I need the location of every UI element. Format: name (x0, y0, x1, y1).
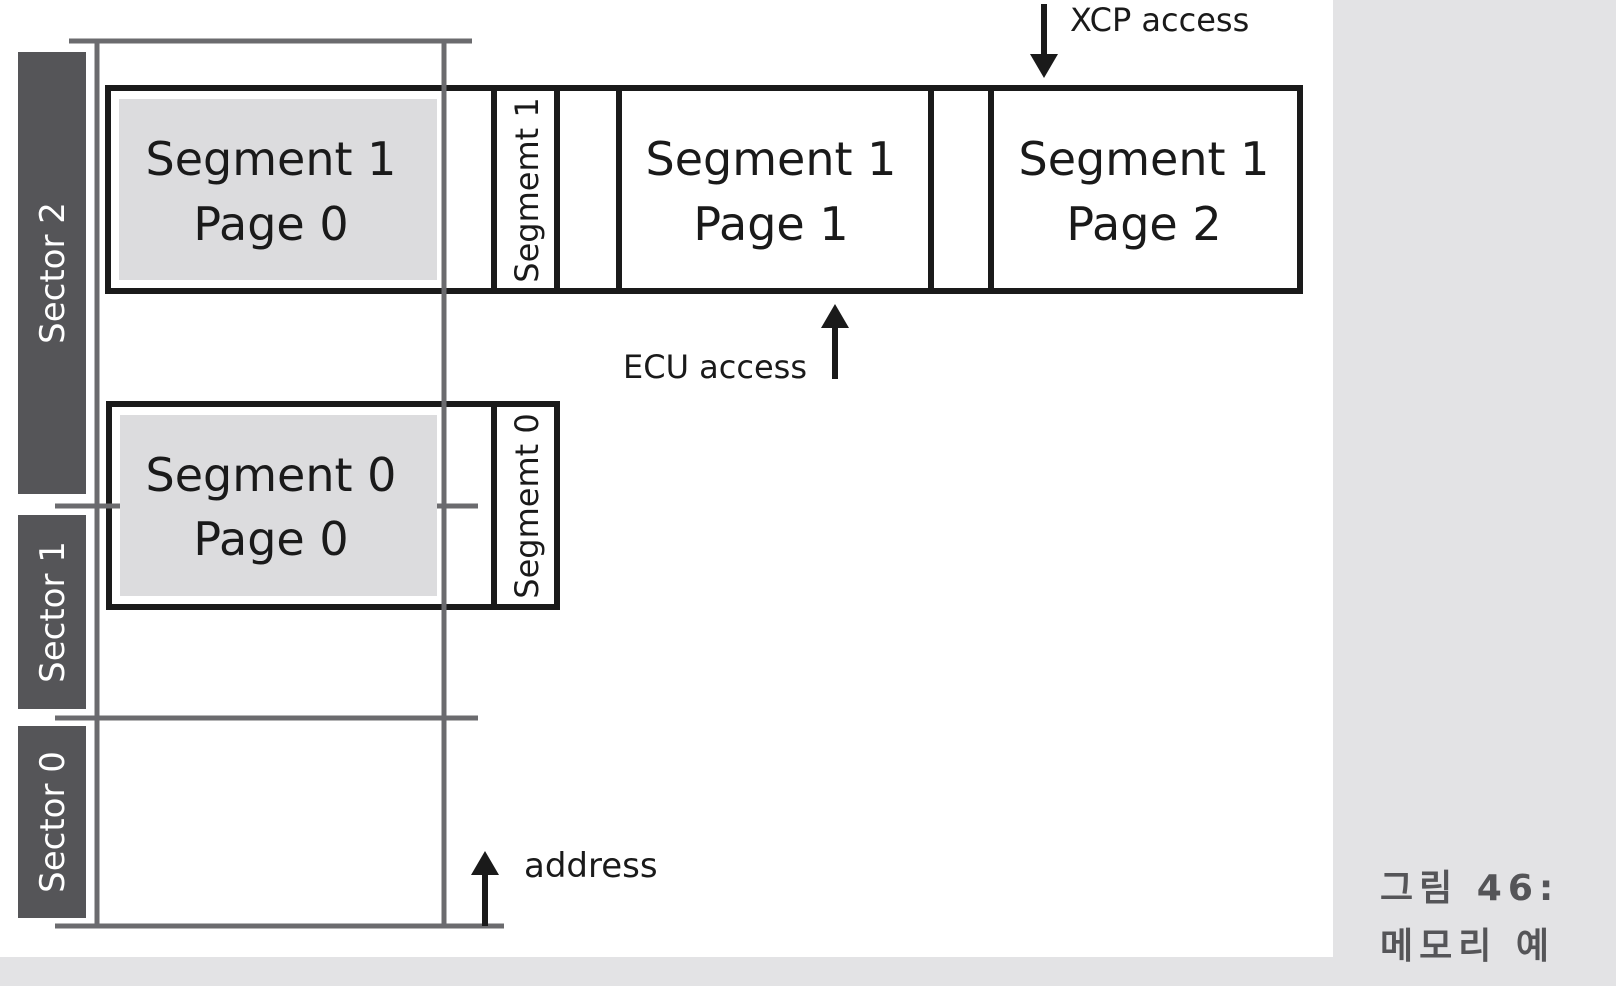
segment-0-row: Segment 0 Page 0 Segmemt 0 (106, 401, 560, 610)
block-seg1-page0-line1: Segment 1 (146, 132, 397, 186)
caption-line-2: 메모리 예 (1380, 926, 1556, 967)
xcp-access-arrow: XCP access (1030, 1, 1249, 78)
caption-line-1: 그림 46: (1380, 868, 1560, 909)
address-label: address (524, 846, 658, 886)
xcp-access-label: XCP access (1070, 1, 1249, 39)
block-seg1-page2-line2: Page 2 (1066, 197, 1221, 251)
block-seg1-page0-line2: Page 0 (193, 197, 348, 251)
segment-1-page-0-fill (119, 99, 437, 280)
figure-caption: 그림 46: 메모리 예 (1380, 860, 1600, 976)
segment-1-row: Segment 1 Page 0 Segmemt 1 Segment 1 Pag… (105, 85, 1303, 294)
sector-0-label: Sector 0 (33, 751, 73, 893)
vertical-label-segment1: Segmemt 1 (508, 97, 546, 282)
block-seg1-page2-line1: Segment 1 (1019, 132, 1270, 186)
sector-2-bar (18, 52, 86, 494)
vertical-label-segment0: Segmemt 0 (508, 413, 546, 598)
segment-0-page-0-fill (120, 415, 437, 596)
block-seg1-page1-line2: Page 1 (693, 197, 848, 251)
block-seg0-page0-line1: Segment 0 (146, 448, 397, 502)
sector-0-bar (18, 726, 86, 918)
sector-bars: Sector 2 Sector 1 Sector 0 (18, 52, 86, 918)
memory-frame (55, 38, 504, 929)
ecu-access-arrow: ECU access (623, 304, 849, 386)
sector-1-bar (18, 515, 86, 709)
sector-1-label: Sector 1 (33, 541, 73, 683)
address-arrow: address (471, 846, 658, 926)
arrow-down-icon (1030, 54, 1058, 78)
sector-2-label: Sector 2 (33, 202, 73, 344)
ecu-access-label: ECU access (623, 348, 807, 386)
block-seg0-page0-line2: Page 0 (193, 512, 348, 566)
arrow-up-icon (821, 304, 849, 328)
block-seg1-page1-line1: Segment 1 (646, 132, 897, 186)
arrow-up-icon (471, 851, 499, 875)
